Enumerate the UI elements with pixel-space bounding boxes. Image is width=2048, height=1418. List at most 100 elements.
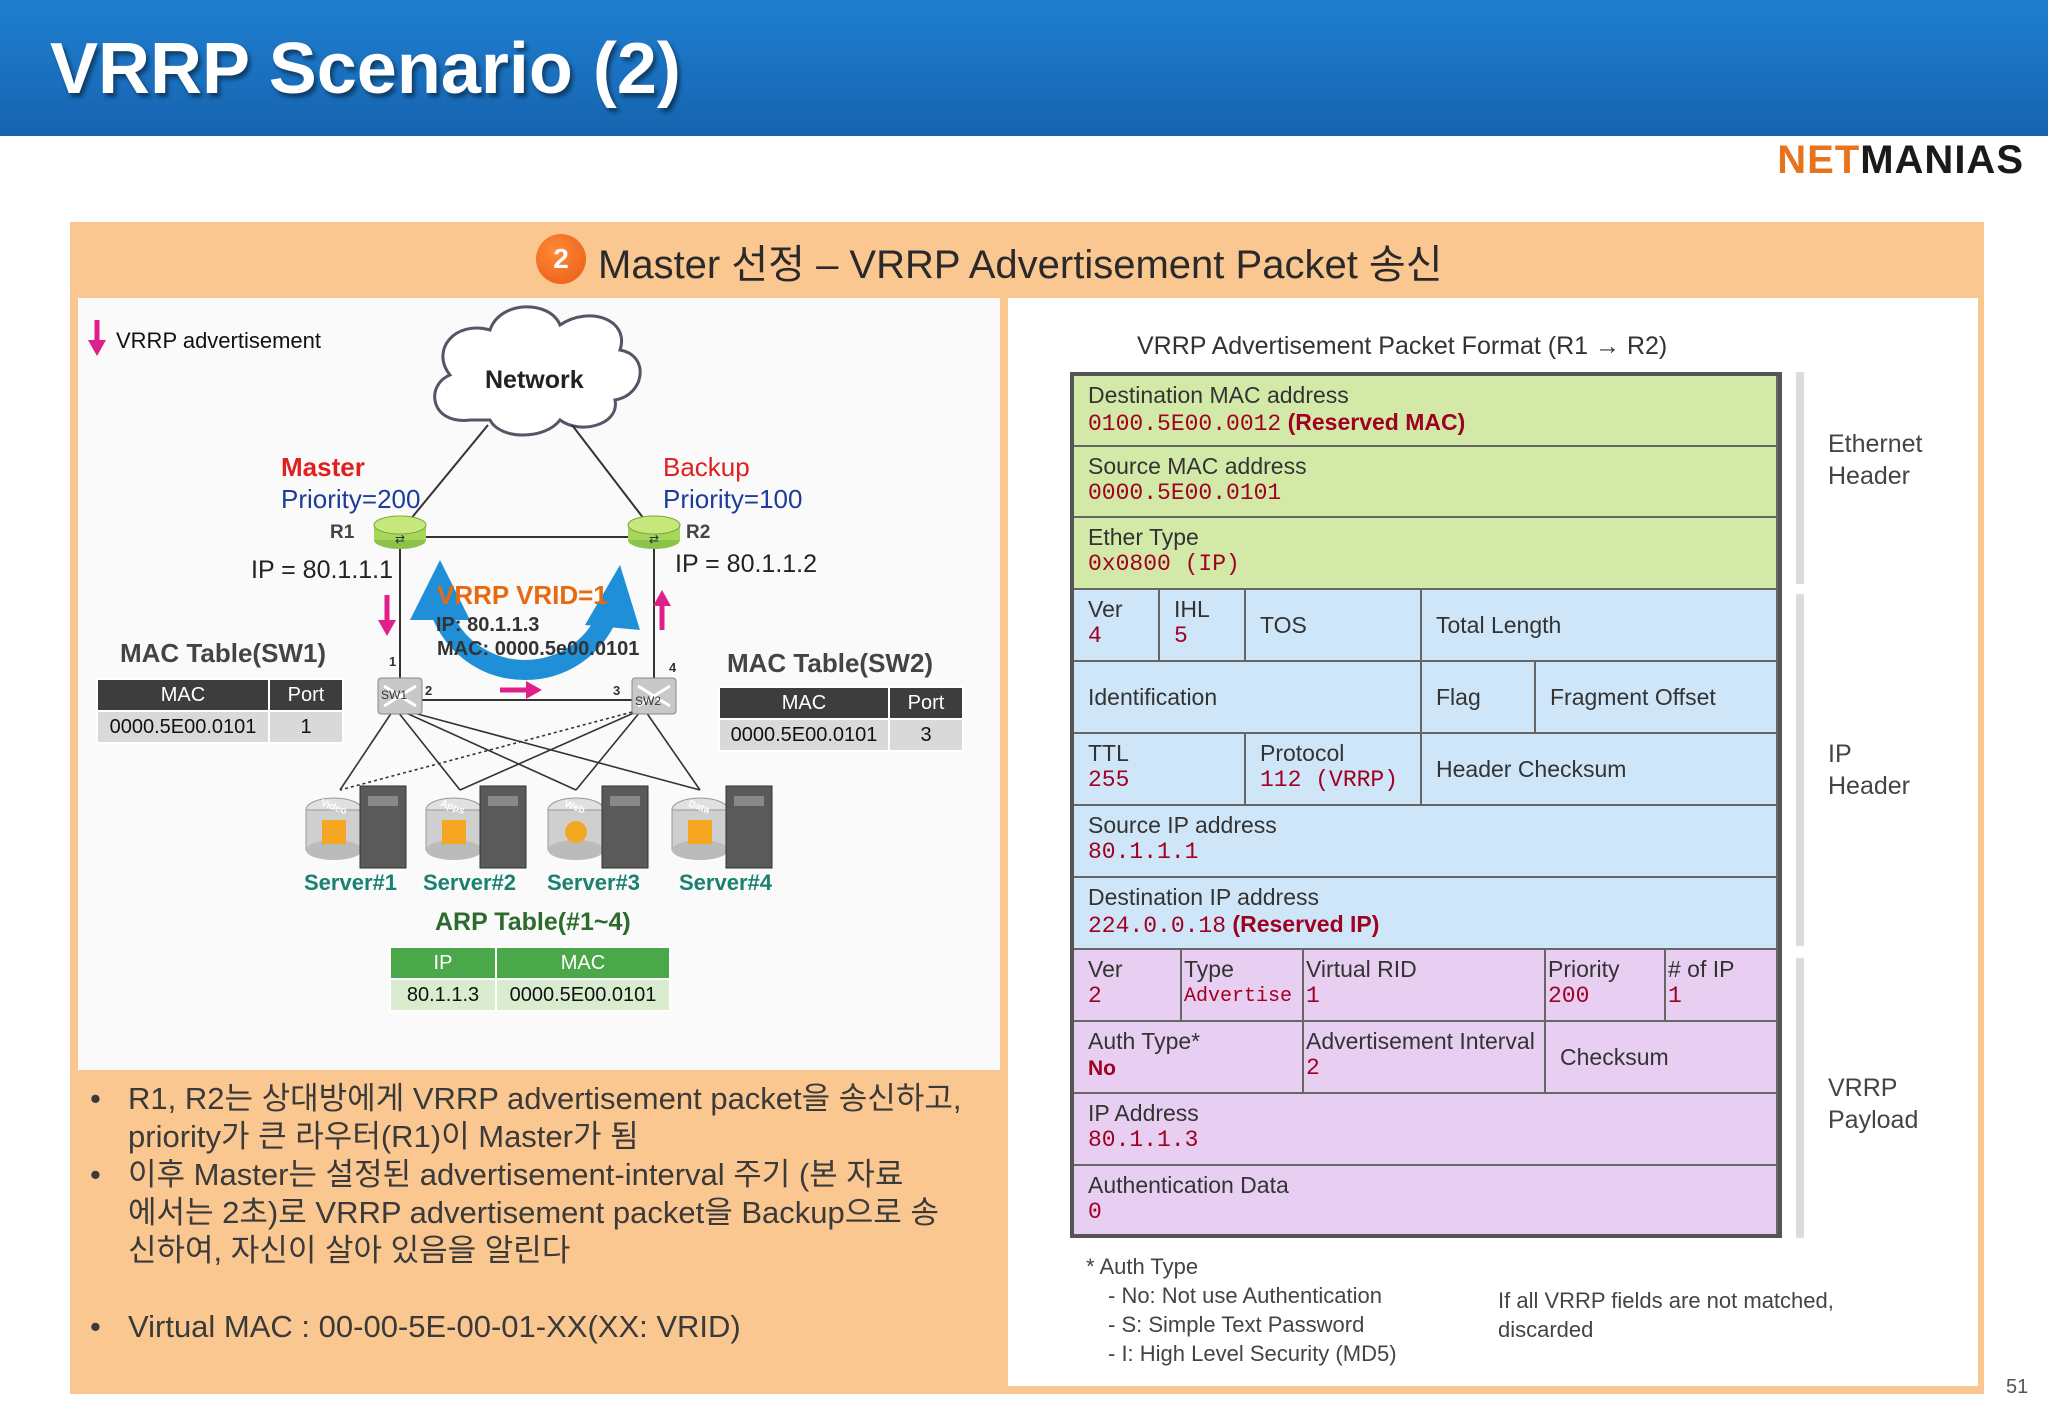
bullet-line: R1, R2는 상대방에게 VRRP advertisement packet을… <box>128 1081 962 1116</box>
field-value: 255 <box>1088 767 1130 793</box>
mac-table-sw1-title: MAC Table(SW1) <box>120 638 327 668</box>
footnote-line: - I: High Level Security (MD5) <box>1108 1341 1397 1366</box>
vrid-mac: MAC: 0000.5e00.0101 <box>437 638 640 660</box>
vrid-arc-head-right <box>585 565 640 630</box>
mac-table-sw1-cell: 0000.5E00.0101 <box>96 710 270 744</box>
field-label: Priority <box>1548 956 1620 982</box>
legend-label: VRRP advertisement <box>116 328 322 353</box>
field-ip-address: IP Address 80.1.1.3 <box>1074 1094 1778 1166</box>
packet-format-title: VRRP Advertisement Packet Format (R1 → R… <box>1137 332 1668 360</box>
server-2-label: Server#2 <box>423 870 516 895</box>
field-checksum: Checksum <box>1546 1022 1778 1094</box>
footnote-line: - S: Simple Text Password <box>1108 1312 1365 1337</box>
field-label: Advertisement Interval <box>1306 1028 1535 1054</box>
field-source-mac: Source MAC address 0000.5E00.0101 <box>1074 447 1778 518</box>
bullet-line: 이후 Master는 설정된 advertisement-interval 주기… <box>128 1157 904 1192</box>
side-label-line: Header <box>1828 462 1910 490</box>
field-label: Protocol <box>1260 740 1345 766</box>
title-bar <box>0 0 2048 136</box>
field-label: Identification <box>1088 684 1218 710</box>
field-label: IP Address <box>1088 1100 1199 1126</box>
vrid-arc <box>430 606 620 680</box>
router-r2-icon: ⇄ <box>627 515 681 549</box>
r1-label: R1 <box>330 522 355 543</box>
field-ether-type: Ether Type 0x0800 (IP) <box>1074 518 1778 590</box>
mac-table-sw2-header-port: Port <box>888 686 964 720</box>
netmanias-logo: NETMANIAS <box>1777 138 2024 183</box>
legend-arrow-icon <box>88 320 106 356</box>
mac-table-sw2-cell: 3 <box>888 718 964 752</box>
server-1-label: Server#1 <box>304 870 397 895</box>
sw1-port-1: 1 <box>389 654 397 669</box>
side-label-line: Header <box>1828 772 1910 800</box>
mac-table-sw2-cell: 0000.5E00.0101 <box>718 718 890 752</box>
mac-table-sw1-header-port: Port <box>268 678 344 712</box>
field-label: # of IP <box>1668 956 1735 982</box>
server-1-icon <box>305 785 407 869</box>
field-value: 2 <box>1088 983 1102 1009</box>
logo-part1: NET <box>1777 138 1861 182</box>
switch-sw2-icon <box>631 677 677 715</box>
field-label: Auth Type* <box>1088 1028 1201 1054</box>
mac-table-sw1-header-mac: MAC <box>96 678 270 712</box>
mac-table-sw1-cell: 1 <box>268 710 344 744</box>
field-label: Type <box>1184 956 1234 982</box>
r2-ip: IP = 80.1.1.2 <box>675 550 818 578</box>
svg-text:⇄: ⇄ <box>395 532 405 546</box>
network-label: Network <box>485 366 584 394</box>
field-vrrp-type: Type Advertise <box>1182 950 1304 1022</box>
field-virtual-rid: Virtual RID 1 <box>1304 950 1546 1022</box>
bullet-line: Virtual MAC : 00-00-5E-00-01-XX(XX: VRID… <box>128 1309 741 1344</box>
footnote-line: - No: Not use Authentication <box>1108 1283 1382 1308</box>
field-note: (Reserved MAC) <box>1287 409 1466 435</box>
bullet-line: 신하여, 자신이 살아 있음을 알린다 <box>128 1233 571 1268</box>
packet-format: Destination MAC address 0100.5E00.0012 (… <box>1070 372 1782 1238</box>
bullet-dot-icon: • <box>90 1309 101 1344</box>
sw2-port-3: 3 <box>613 683 621 698</box>
arp-table-cell: 80.1.1.3 <box>389 978 497 1012</box>
server-3-label: Server#3 <box>547 870 640 895</box>
field-protocol: Protocol 112 (VRRP) <box>1246 734 1422 806</box>
field-ihl: IHL 5 <box>1160 590 1246 662</box>
field-value: 80.1.1.1 <box>1088 839 1199 865</box>
logo-part2: MANIAS <box>1860 138 2024 182</box>
arp-table-header-mac: MAC <box>495 946 671 980</box>
field-label: Fragment Offset <box>1550 684 1716 710</box>
field-label: Destination MAC address <box>1088 382 1349 408</box>
field-label: TOS <box>1260 612 1307 638</box>
field-destination-mac: Destination MAC address 0100.5E00.0012 (… <box>1074 376 1778 447</box>
field-flag: Flag <box>1422 662 1536 734</box>
field-label: Header Checksum <box>1436 756 1627 782</box>
footnote-line: * Auth Type <box>1086 1254 1199 1279</box>
bullet-dot-icon: • <box>90 1081 101 1116</box>
ethernet-header-label: Ethernet Header <box>1828 428 1923 492</box>
server-3-icon <box>547 785 649 869</box>
field-advertisement-interval: Advertisement Interval 2 <box>1304 1022 1546 1094</box>
field-value: No <box>1088 1057 1116 1080</box>
field-ttl: TTL 255 <box>1074 734 1246 806</box>
field-identification: Identification <box>1074 662 1422 734</box>
backup-priority: Priority=100 <box>663 484 803 514</box>
field-label: Flag <box>1436 684 1481 710</box>
field-num-ip: # of IP 1 <box>1666 950 1778 1022</box>
server-backup-links <box>339 711 633 791</box>
field-label: Authentication Data <box>1088 1172 1289 1198</box>
backup-label: Backup <box>663 452 750 482</box>
discard-note-line: discarded <box>1498 1317 1594 1342</box>
server-2-icon <box>425 785 527 869</box>
sw1-label: SW1 <box>381 688 408 702</box>
field-note: (Reserved IP) <box>1232 911 1380 937</box>
arp-table-cell: 0000.5E00.0101 <box>495 978 671 1012</box>
discard-note: If all VRRP fields are not matched, disc… <box>1498 1286 1834 1344</box>
master-priority: Priority=200 <box>281 484 421 514</box>
slide-title: VRRP Scenario (2) <box>50 29 681 109</box>
field-label: Ver <box>1088 956 1123 982</box>
field-value: 2 <box>1306 1055 1320 1081</box>
side-label-line: IP <box>1828 740 1852 768</box>
server-links <box>339 711 701 791</box>
master-label: Master <box>281 452 365 482</box>
field-value: 1 <box>1668 983 1682 1009</box>
bullet-line: 에서는 2초)로 VRRP advertisement packet을 Back… <box>128 1195 939 1230</box>
switch-sw1-icon <box>377 677 423 715</box>
field-label: Source MAC address <box>1088 453 1307 479</box>
